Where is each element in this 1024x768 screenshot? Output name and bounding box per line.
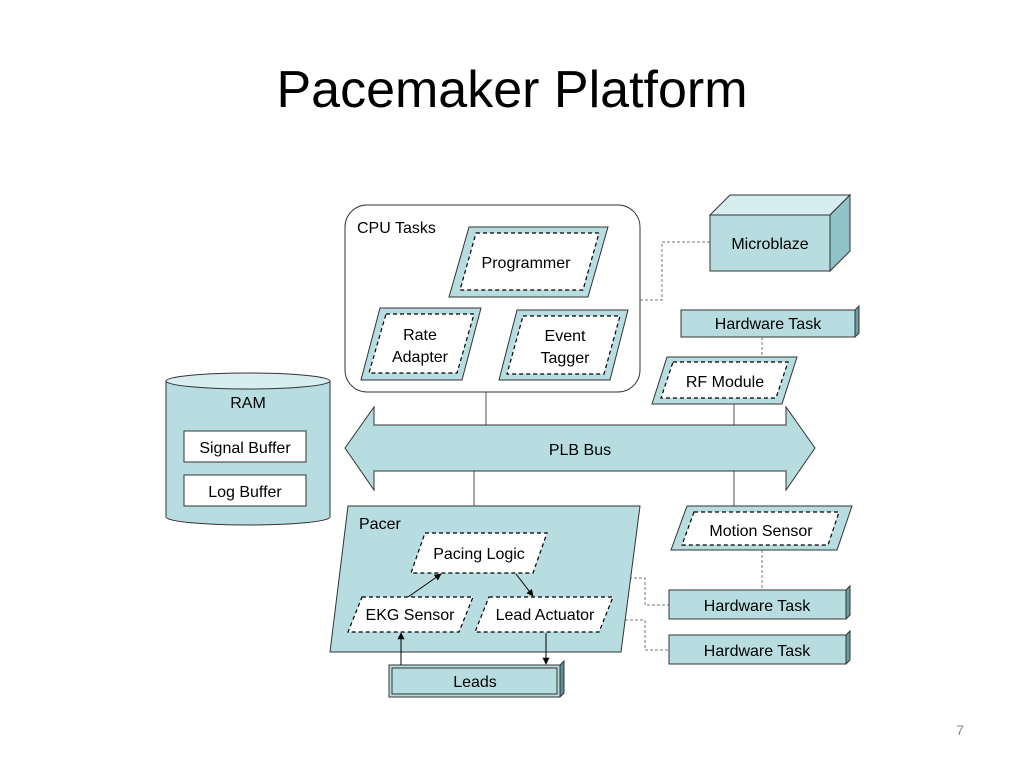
pacer-hwtask-link-1: [629, 577, 669, 606]
log-buffer-label: Log Buffer: [208, 484, 282, 501]
programmer-label: Programmer: [482, 255, 572, 272]
hardware-task-bottom: Hardware Task: [668, 629, 851, 665]
hardware-task-top: Hardware Task: [680, 304, 860, 338]
rf-module-label: RF Module: [686, 374, 764, 391]
motion-sensor: Motion Sensor: [670, 505, 853, 551]
cpu-microblaze-link: [640, 241, 710, 301]
event-tagger-task: Event Tagger: [498, 309, 629, 381]
lead-actuator-label: Lead Actuator: [496, 607, 595, 624]
ekg-to-pacing-arrow: [407, 573, 442, 598]
rate-adapter-line-1: Rate: [403, 327, 437, 344]
ekg-sensor-label: EKG Sensor: [366, 607, 456, 624]
signal-buffer-box: [183, 430, 307, 463]
motion-sensor-label: Motion Sensor: [709, 523, 813, 540]
page-number: 7: [956, 722, 964, 738]
slide-title: Pacemaker Platform: [276, 61, 748, 119]
leads-label: Leads: [453, 674, 497, 691]
signal-buffer-label: Signal Buffer: [199, 440, 291, 457]
lead-actuator-box: [474, 596, 614, 633]
hardware-task-mid-label: Hardware Task: [704, 598, 811, 615]
ram-cylinder: RAM Signal Buffer Log Buffer: [165, 372, 331, 526]
event-tagger-line-1: Event: [545, 328, 586, 345]
hardware-task-mid: Hardware Task: [668, 584, 851, 620]
plb-bus-label: PLB Bus: [549, 442, 611, 459]
ekg-sensor-box: [347, 596, 474, 633]
pacer-group: Pacer Pacing Logic EKG Sensor Lead Actua…: [329, 505, 641, 653]
pacing-to-actuator-arrow: [515, 573, 534, 597]
rate-adapter-line-2: Adapter: [392, 349, 449, 366]
ram-label: RAM: [230, 395, 266, 412]
cpu-tasks-label: CPU Tasks: [357, 220, 436, 237]
rate-adapter-task: Rate Adapter: [360, 307, 482, 381]
connectors: [473, 241, 763, 651]
pacer-label: Pacer: [359, 516, 401, 533]
pacer-hwtask-link-2: [620, 619, 669, 651]
microblaze-block: Microblaze: [708, 193, 852, 273]
leads-block: Leads: [388, 632, 565, 698]
event-tagger-line-2: Tagger: [541, 350, 591, 367]
pacing-logic-label: Pacing Logic: [433, 546, 525, 563]
cpu-tasks-group: CPU Tasks Programmer Rate Adapter Event …: [344, 204, 641, 393]
microblaze-label: Microblaze: [731, 236, 808, 253]
programmer-task: Programmer: [448, 226, 609, 298]
hardware-task-bottom-label: Hardware Task: [704, 643, 811, 660]
log-buffer-box: [183, 474, 307, 507]
pacing-logic-box: [410, 532, 548, 574]
hardware-task-top-label: Hardware Task: [715, 316, 822, 333]
rf-module: RF Module: [651, 356, 798, 405]
plb-bus: PLB Bus: [344, 405, 816, 492]
